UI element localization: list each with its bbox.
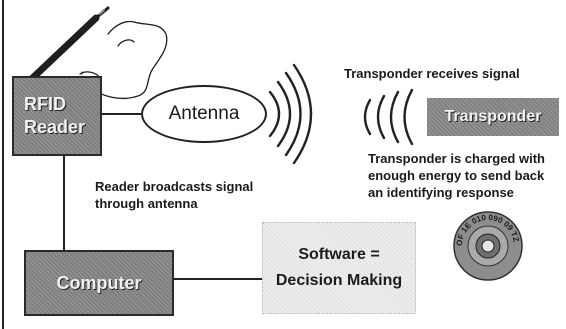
broadcast-note-line1: Reader broadcasts signal	[95, 179, 254, 194]
reader-broadcasts-note: Reader broadcasts signal through antenna	[95, 178, 253, 212]
rfid-tag-icon: OF 1E 010 090 09 TZ	[453, 211, 523, 281]
reader-label-line2: Reader	[24, 117, 86, 137]
antenna-ellipse: Antenna	[141, 85, 267, 143]
transponder-box: Transponder	[427, 98, 559, 136]
charged-note-line2: enough energy to send back	[368, 168, 545, 183]
software-label-line1: Software =	[298, 246, 380, 263]
rfid-reader-box: RFID Reader	[12, 76, 102, 156]
transponder-charged-note: Transponder is charged with enough energ…	[368, 150, 545, 201]
software-label-line2: Decision Making	[275, 272, 403, 289]
antenna-label: Antenna	[168, 103, 240, 124]
charged-note-line1: Transponder is charged with	[368, 151, 545, 166]
computer-box: Computer	[24, 250, 174, 316]
response-waves	[363, 88, 414, 146]
transponder-label: Transponder	[444, 108, 542, 125]
charged-note-line3: an identifying response	[368, 185, 514, 200]
software-box: Software = Decision Making	[262, 222, 416, 314]
transponder-receives-note: Transponder receives signal	[344, 66, 520, 81]
computer-label: Computer	[56, 272, 142, 293]
reader-label-line1: RFID	[24, 94, 66, 114]
broadcast-waves	[268, 63, 313, 165]
broadcast-note-line2: through antenna	[95, 196, 198, 211]
